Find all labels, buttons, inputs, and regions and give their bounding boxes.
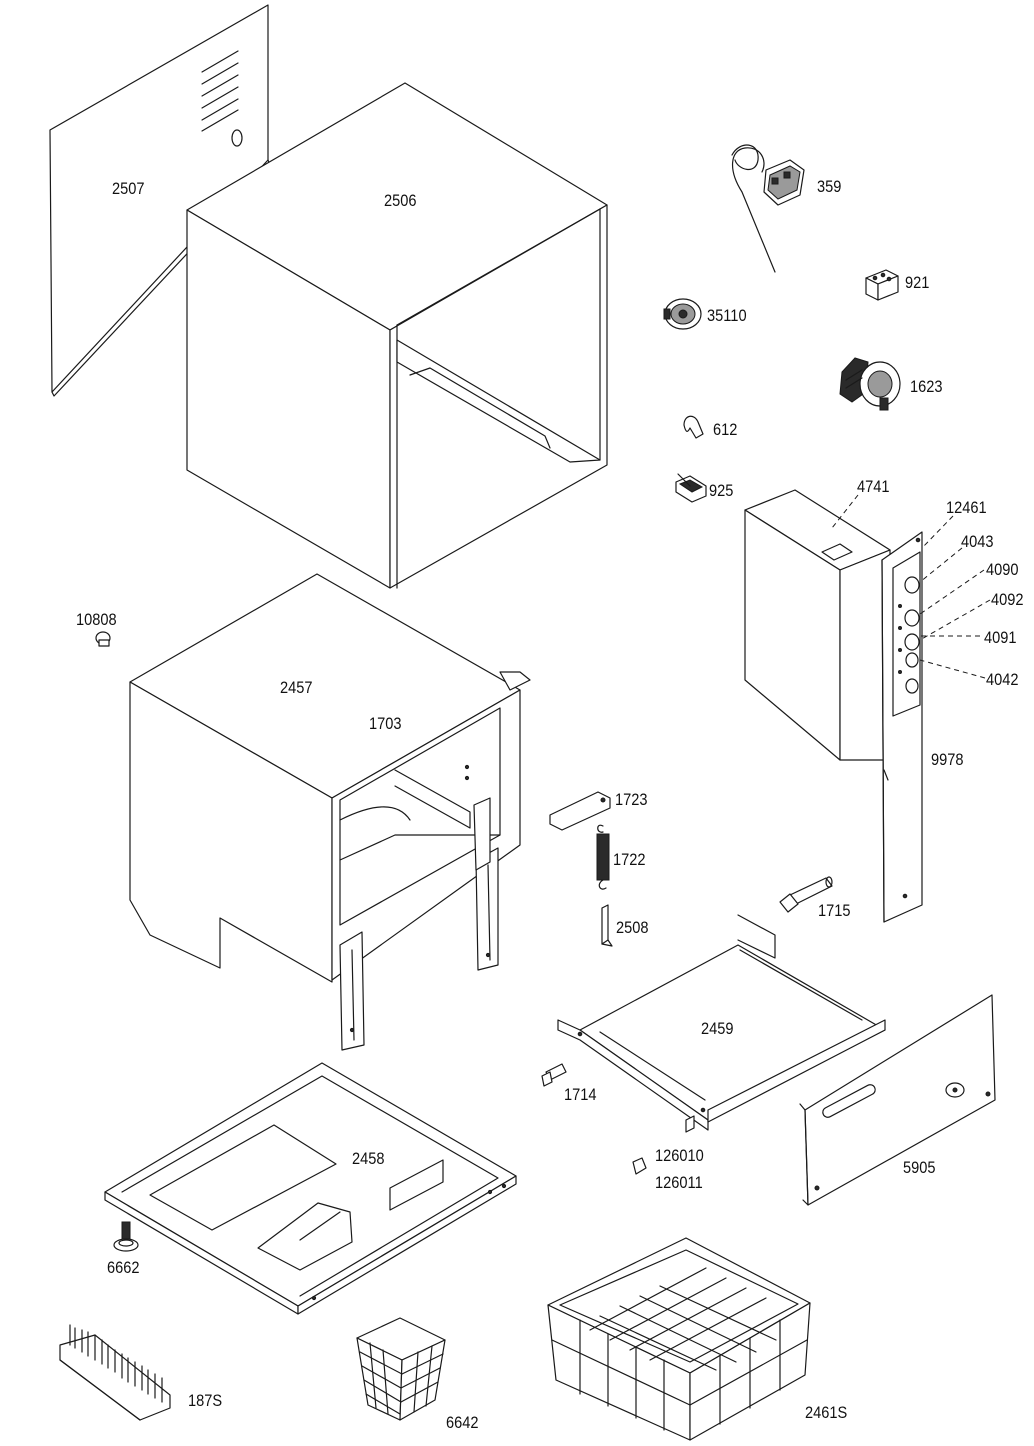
part-label-4092: 4092 (991, 590, 1024, 609)
control-panel-9978 (881, 531, 923, 923)
clip-126010 (632, 1157, 647, 1175)
part-label-187S: 187S (188, 1391, 223, 1410)
terminal-block-921 (865, 269, 899, 301)
part-label-2506: 2506 (384, 191, 417, 210)
part-label-9978: 9978 (931, 750, 964, 769)
spring-1722 (596, 824, 610, 890)
part-label-1623: 1623 (910, 377, 943, 396)
bracket-2508 (601, 904, 613, 947)
cabinet-housing-2506 (186, 82, 608, 589)
microswitch-925 (675, 473, 707, 503)
base-tray-2458 (104, 1062, 517, 1315)
part-label-5905: 5905 (903, 1158, 936, 1177)
timer-35110 (663, 298, 702, 330)
control-box-4741 (744, 489, 891, 761)
part-label-2508: 2508 (616, 918, 649, 937)
selector-switch-1623 (839, 357, 901, 411)
part-label-4043: 4043 (961, 532, 994, 551)
part-label-6642: 6642 (446, 1413, 479, 1432)
pin-1715 (779, 876, 833, 913)
part-label-4091: 4091 (984, 628, 1017, 647)
part-label-2507: 2507 (112, 179, 145, 198)
knob-10808 (95, 631, 111, 647)
part-label-1723: 1723 (615, 790, 648, 809)
part-label-2461S: 2461S (805, 1403, 848, 1422)
drawer-frame-2459 (557, 914, 886, 1133)
part-label-4090: 4090 (986, 560, 1019, 579)
part-label-10808: 10808 (76, 610, 117, 629)
part-label-12461: 12461 (946, 498, 987, 517)
part-label-4042: 4042 (986, 670, 1019, 689)
bolt-1714 (541, 1063, 567, 1087)
part-label-2458: 2458 (352, 1149, 385, 1168)
dish-basket-2461S (547, 1237, 811, 1441)
clip-612 (683, 415, 704, 439)
part-label-126010: 126010 (655, 1146, 704, 1165)
cutlery-basket-6642 (356, 1317, 446, 1421)
part-label-2459: 2459 (701, 1019, 734, 1038)
bracket-1723 (549, 791, 611, 831)
part-label-921: 921 (905, 273, 930, 292)
adjustable-foot-6662 (113, 1221, 139, 1252)
part-label-359: 359 (817, 177, 842, 196)
part-label-1714: 1714 (564, 1085, 597, 1104)
front-panel-5905 (799, 994, 996, 1206)
thermostat-359 (731, 144, 805, 273)
part-label-1722: 1722 (613, 850, 646, 869)
part-label-126011: 126011 (655, 1173, 703, 1192)
part-label-2457: 2457 (280, 678, 313, 697)
part-label-1715: 1715 (818, 901, 851, 920)
part-label-612: 612 (713, 420, 738, 439)
part-label-35110: 35110 (707, 306, 747, 325)
part-label-1703: 1703 (369, 714, 402, 733)
plate-rack-insert-187S (59, 1324, 171, 1421)
part-label-6662: 6662 (107, 1258, 140, 1277)
part-label-925: 925 (709, 481, 734, 500)
wash-tank-2457 (129, 573, 531, 1051)
part-label-4741: 4741 (857, 477, 890, 496)
